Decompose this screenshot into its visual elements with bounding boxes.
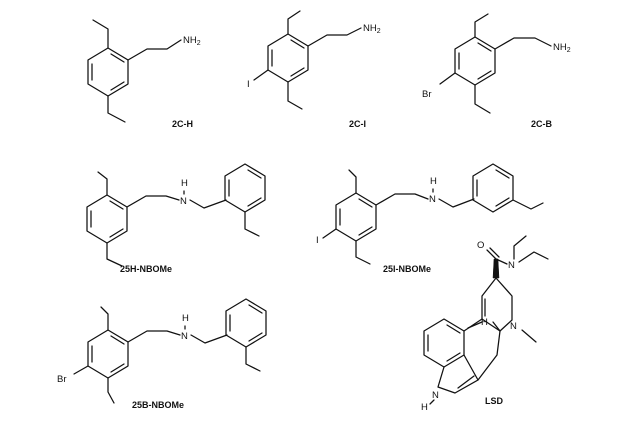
compound-label-lsd: LSD [485,396,504,406]
structure-25b-nbome: Br N H 25B-NBOMe [57,298,267,410]
ring-n-label: N [510,321,517,332]
structure-lsd: N H N H O N LSD [421,235,549,413]
iodine-label: I [316,235,319,246]
indole-n-label: N [432,390,439,401]
structure-25h-nbome: N H 25H-NBOMe [86,163,266,274]
amide-n-label: N [508,260,515,271]
compound-label-25i-nbome: 25I-NBOMe [383,264,431,274]
amine-n-label: N [180,196,187,207]
bromine-label: Br [422,89,432,100]
bridgehead-h-label: H [481,317,488,328]
indole-h-label: H [421,402,428,413]
carbonyl-o-label: O [477,240,484,251]
amine-n-label: NH2 [183,35,201,47]
structure-25i-nbome: I N H 25I-NBOMe [316,163,544,274]
amine-h-label: H [430,176,437,187]
amine-n-label: NH2 [553,42,571,54]
structure-2c-b: Br NH2 2C-B [422,13,571,129]
compound-label-25b-nbome: 25B-NBOMe [132,400,184,410]
compound-label-2c-h: 2C-H [172,119,193,129]
structure-2c-h: NH2 2C-H [87,19,201,129]
bromine-label: Br [57,374,67,385]
amine-h-label: H [181,178,188,189]
iodine-label: I [247,79,250,90]
compound-label-2c-b: 2C-B [531,119,553,129]
amine-n-label: NH2 [363,23,381,35]
compound-label-25h-nbome: 25H-NBOMe [120,264,172,274]
amine-h-label: H [182,313,189,324]
amine-n-label: N [429,194,436,205]
compound-label-2c-i: 2C-I [349,119,366,129]
structure-2c-i: I NH2 2C-I [247,10,381,129]
amine-n-label: N [181,331,188,342]
